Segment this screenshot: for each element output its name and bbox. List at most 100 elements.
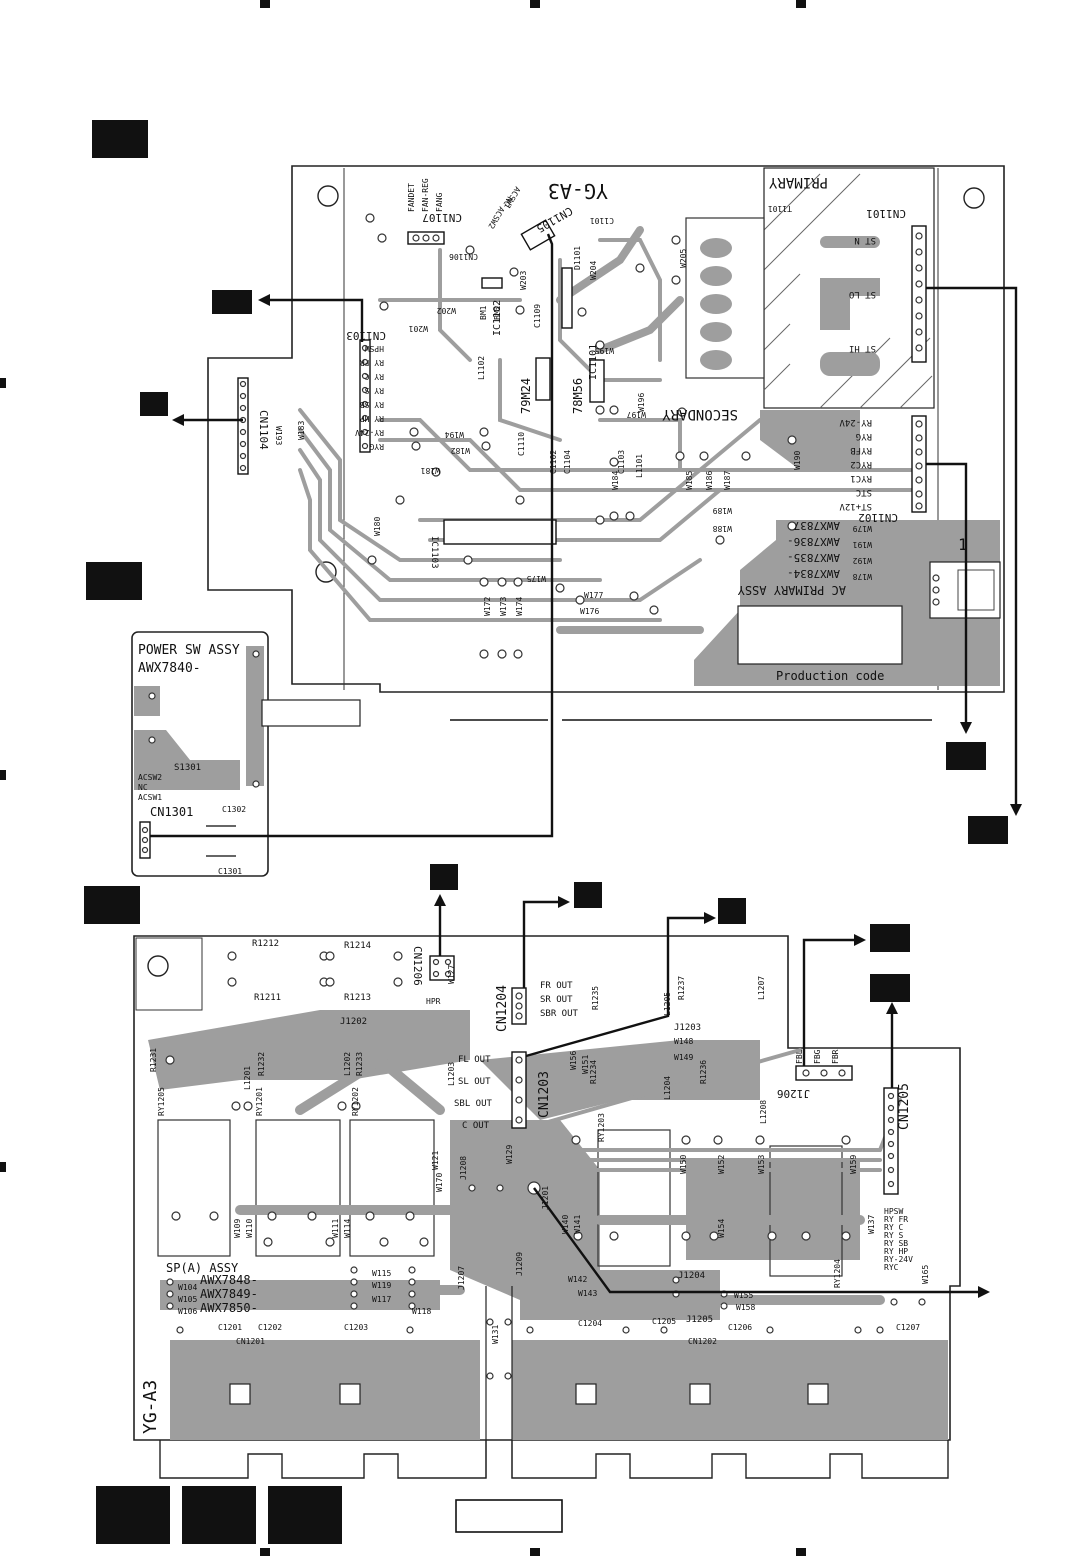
cn1103-pin-2: RY FR bbox=[360, 358, 384, 367]
part-label-18: W183 bbox=[297, 421, 306, 440]
part-label-3: C1104 bbox=[563, 450, 572, 474]
cap-label-4: C1204 bbox=[578, 1319, 602, 1328]
jumper-label-2: J1202 bbox=[340, 1017, 367, 1027]
wire-label-7: W114 bbox=[343, 1219, 352, 1238]
relay-label-4: RY1203 bbox=[597, 1113, 606, 1142]
ic1103-label: IC1103 bbox=[429, 536, 439, 569]
resistor-label-1: R1212 bbox=[252, 939, 279, 949]
cn1107-label: CN1107 bbox=[422, 211, 462, 224]
part-label-1: C1102 bbox=[549, 450, 558, 474]
section-box-a bbox=[92, 120, 148, 158]
cn1205-pin-4: RY S bbox=[884, 1231, 903, 1240]
part-label-19: W184 bbox=[611, 471, 620, 490]
ac-part-2: AWX7836- bbox=[787, 535, 840, 548]
cn1205-pin-5: RY SB bbox=[884, 1239, 908, 1248]
wire-label-5: W110 bbox=[245, 1219, 254, 1238]
power-sw-title: POWER SW ASSY bbox=[138, 643, 240, 658]
sp-part-3: AWX7850- bbox=[200, 1301, 258, 1315]
cn1204-label: CN1204 bbox=[495, 985, 510, 1032]
part-label-7: L1101 bbox=[635, 454, 644, 478]
part-label-22: W187 bbox=[723, 471, 732, 490]
power-sw-pin-1: ACSW2 bbox=[138, 773, 162, 782]
top-board: YG-A3 PRIMARY SECONDARY Production code … bbox=[207, 165, 1005, 693]
part-label-20: W185 bbox=[685, 471, 694, 490]
wire-label-32: W165 bbox=[921, 1265, 930, 1284]
wire-label-4: W109 bbox=[233, 1219, 242, 1238]
cn1206-label: CN1206 bbox=[411, 946, 424, 986]
wire-label-21: W148 bbox=[674, 1037, 693, 1046]
part-label-24: W189 bbox=[713, 506, 732, 515]
registration-marks bbox=[0, 0, 806, 1556]
c1301-label: C1301 bbox=[218, 867, 242, 876]
part-label-35: W176 bbox=[580, 607, 599, 616]
part-label-5: C1110 bbox=[517, 432, 526, 456]
cn1103-label: CN1103 bbox=[346, 329, 386, 342]
part-label-17: W182 bbox=[451, 446, 470, 455]
cap-label-6: C1206 bbox=[728, 1323, 752, 1332]
cn1102-pin-4: RYC2 bbox=[850, 459, 872, 469]
jumper-label-7: J1208 bbox=[459, 1156, 468, 1180]
wire-label-3: W106 bbox=[178, 1307, 197, 1316]
cn1205-pin-3: RY C bbox=[884, 1223, 903, 1232]
part-label-36: W177 bbox=[584, 591, 603, 600]
wire-label-12: W121 bbox=[431, 1151, 440, 1170]
resistor-label-11: R1236 bbox=[699, 1060, 708, 1084]
cn1102-pin-5: RYC1 bbox=[850, 473, 872, 483]
section-box-c bbox=[84, 886, 140, 924]
connector-box-8 bbox=[870, 924, 910, 952]
part-label-12: W202 bbox=[437, 306, 456, 315]
part-label-34: W175 bbox=[527, 574, 546, 583]
part-label-32: W173 bbox=[499, 597, 508, 616]
part-label-30: W197 bbox=[627, 410, 646, 419]
cn1203-label: CN1203 bbox=[537, 1071, 552, 1118]
wire-label-1: W104 bbox=[178, 1283, 197, 1292]
cn1103-pin-8: RYG bbox=[369, 442, 384, 451]
connector-box-5 bbox=[430, 864, 458, 890]
ac-assy-label: AC PRIMARY ASSY bbox=[737, 583, 846, 597]
wire-label-27: W154 bbox=[717, 1219, 726, 1238]
cn1102-pin-1: RY-24V bbox=[839, 417, 872, 427]
footer-box-1 bbox=[96, 1486, 170, 1544]
cap-label-1: C1201 bbox=[218, 1323, 242, 1332]
part-label-38: W179 bbox=[853, 524, 872, 533]
production-code-label: Production code bbox=[776, 669, 884, 683]
wire-label-11: W119 bbox=[372, 1281, 391, 1290]
wire-label-30: W158 bbox=[736, 1303, 755, 1312]
coil-label-2: L1202 bbox=[343, 1052, 352, 1076]
jumper-label-4: J1204 bbox=[678, 1271, 705, 1281]
wire-label-6: W111 bbox=[331, 1219, 340, 1238]
resistor-label-9: R1233 bbox=[355, 1052, 364, 1076]
c1101-label: C1101 bbox=[590, 216, 614, 225]
top-board-title: YG-A3 bbox=[548, 179, 608, 203]
cn1103-pin-7: RY-24V bbox=[355, 428, 384, 437]
cn1102-pin-7: ST+12V bbox=[839, 501, 872, 511]
cap-label-2: C1202 bbox=[258, 1323, 282, 1332]
ic1102-label: IC1102 bbox=[492, 300, 503, 336]
connector-box-4 bbox=[968, 816, 1008, 844]
part-label-14: W204 bbox=[589, 261, 598, 280]
cn1103-pin-3: RY C bbox=[365, 372, 384, 381]
secondary-label: SECONDARY bbox=[662, 406, 738, 422]
relay-label-2: RY1201 bbox=[255, 1087, 264, 1116]
j1206-pin-1: FBL bbox=[795, 1049, 804, 1064]
cn1205-pin-8: RYC bbox=[884, 1263, 899, 1272]
cn1101-pin-2: ST LO bbox=[849, 289, 876, 299]
resistor-label-7: R1231 bbox=[149, 1048, 158, 1072]
jumper-label-1: J1201 bbox=[541, 1186, 550, 1210]
cap-label-3: C1203 bbox=[344, 1323, 368, 1332]
sp-part-2: AWX7849- bbox=[200, 1287, 258, 1301]
part-label-21: W186 bbox=[705, 471, 714, 490]
part-label-15: W205 bbox=[679, 249, 688, 268]
cn1103-pin-6: RY HP bbox=[360, 414, 384, 423]
part-label-11: W201 bbox=[409, 324, 428, 333]
connector-box-9 bbox=[870, 974, 910, 1002]
wire-label-19: W142 bbox=[568, 1275, 587, 1284]
t1101-label: T1101 bbox=[768, 204, 792, 213]
bottom-board: YG-A3 SP(A) ASSY AWX7848- AWX7849- AWX78… bbox=[133, 935, 961, 1479]
cn1101-pin-1: ST N bbox=[854, 235, 876, 245]
page-number-box bbox=[455, 1499, 563, 1533]
relay-label-3: RY1202 bbox=[351, 1087, 360, 1116]
resistor-label-4: R1213 bbox=[344, 993, 371, 1003]
ic1101-part: 78M56 bbox=[571, 378, 585, 414]
